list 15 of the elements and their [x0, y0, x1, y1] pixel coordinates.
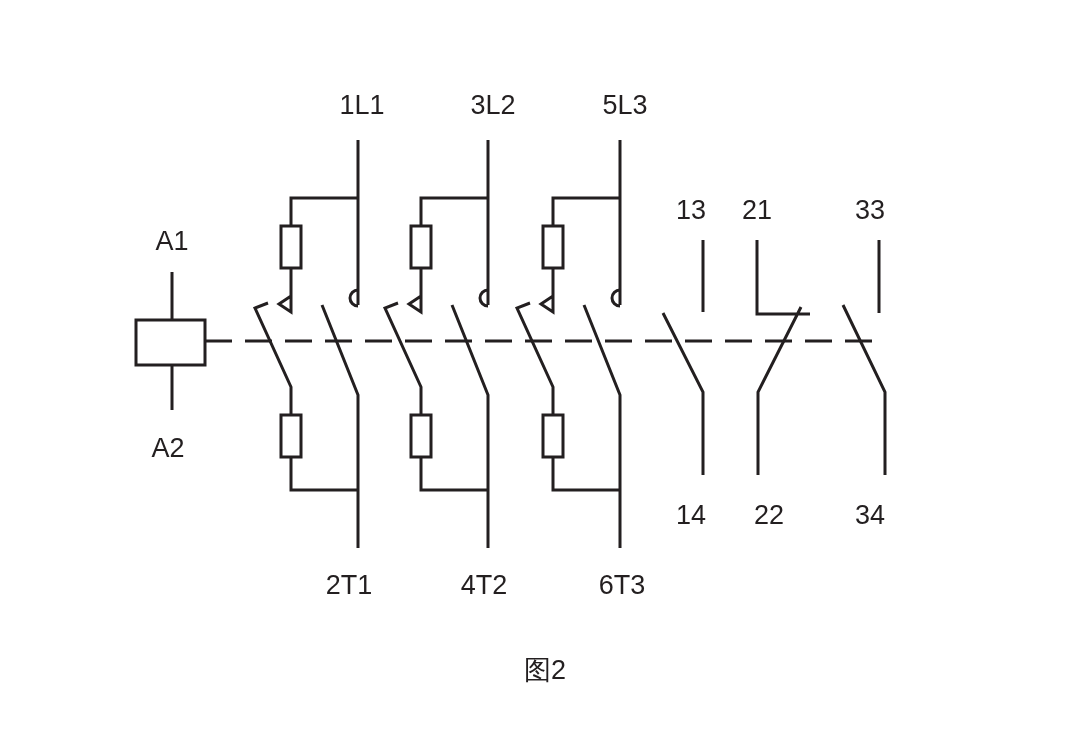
terminal-label: A1: [155, 227, 189, 255]
terminal-label: 6T3: [598, 571, 646, 599]
terminal-label: 3L2: [470, 91, 516, 119]
figure-caption: 图2: [524, 656, 566, 684]
terminal-label: 5L3: [602, 91, 648, 119]
terminal-label: 21: [742, 196, 772, 224]
terminal-label: A2: [151, 434, 185, 462]
terminal-label: 14: [676, 501, 706, 529]
terminal-label: 13: [676, 196, 706, 224]
terminal-label: 33: [855, 196, 885, 224]
terminal-label: 2T1: [325, 571, 373, 599]
terminal-label: 4T2: [460, 571, 508, 599]
terminal-label: 34: [855, 501, 885, 529]
terminal-label: 22: [754, 501, 784, 529]
terminal-label: 1L1: [339, 91, 385, 119]
